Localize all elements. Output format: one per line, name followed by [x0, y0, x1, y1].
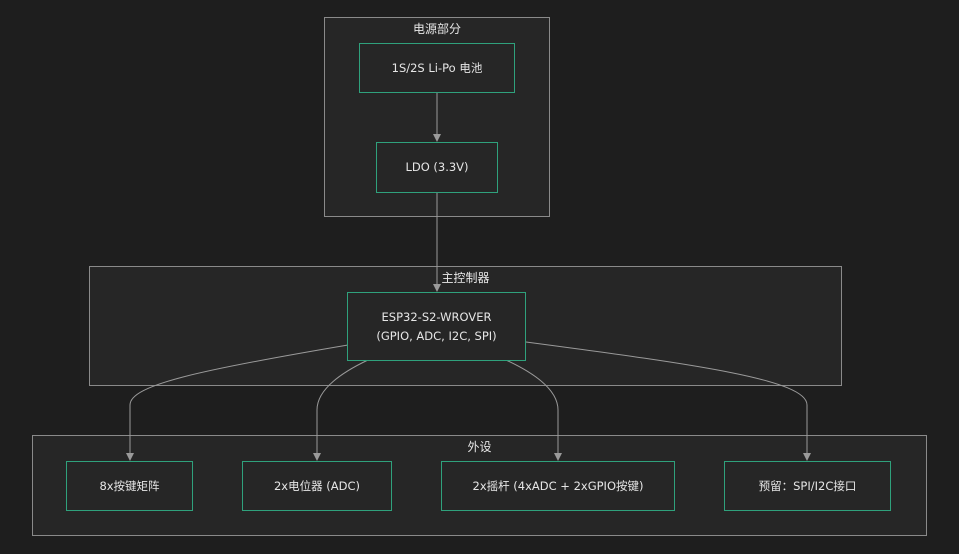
- pots-label: 2x电位器 (ADC): [273, 478, 360, 493]
- reserved-node: 预留：SPI/I2C接口: [724, 461, 891, 511]
- power-cluster-title: 电源部分: [412, 22, 461, 36]
- mcu-label-line2: (GPIO, ADC, I2C, SPI): [376, 328, 497, 343]
- mcu-label-line1: ESP32-S2-WROVER: [381, 309, 492, 324]
- controller-cluster-title: 主控制器: [441, 271, 490, 285]
- joysticks-label: 2x摇杆 (4xADC + 2xGPIO按键): [472, 478, 644, 493]
- reserved-label: 预留：SPI/I2C接口: [758, 478, 857, 493]
- ldo-node: LDO (3.3V): [376, 142, 498, 193]
- peripherals-cluster-title: 外设: [467, 440, 492, 454]
- keys-label: 8x按键矩阵: [99, 478, 160, 493]
- ldo-label: LDO (3.3V): [405, 160, 469, 174]
- battery-node: 1S/2S Li-Po 电池: [359, 43, 515, 93]
- keys-node: 8x按键矩阵: [66, 461, 193, 511]
- pots-node: 2x电位器 (ADC): [242, 461, 392, 511]
- joysticks-node: 2x摇杆 (4xADC + 2xGPIO按键): [441, 461, 675, 511]
- mcu-node: ESP32-S2-WROVER (GPIO, ADC, I2C, SPI): [347, 292, 526, 361]
- battery-label: 1S/2S Li-Po 电池: [391, 60, 483, 75]
